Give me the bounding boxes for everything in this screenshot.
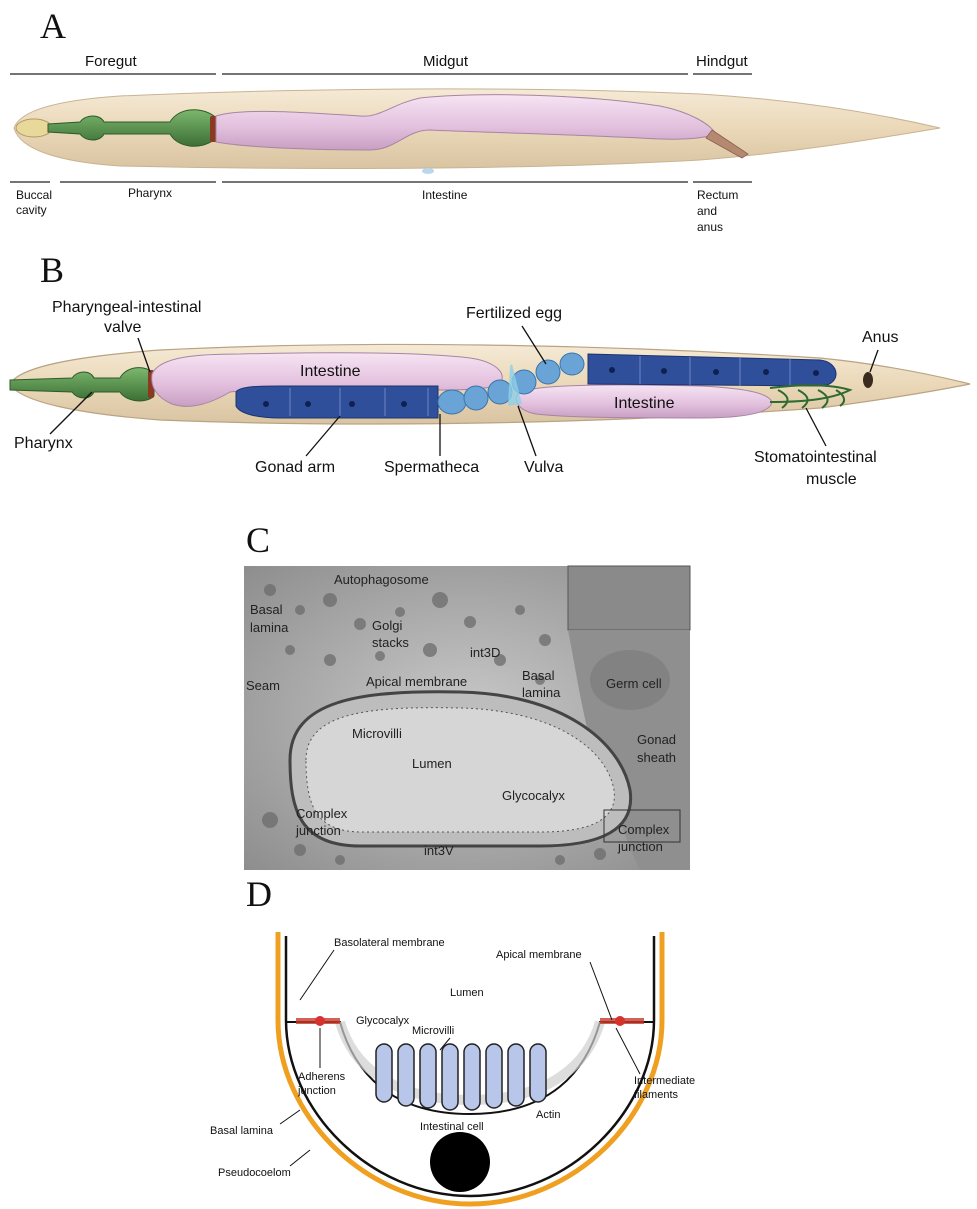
panel-c: C Autophagosome Basal lamina Golgi stack… (244, 520, 690, 870)
vulva-label: Vulva (524, 459, 564, 476)
basal-lamina-left-2: lamina (250, 620, 289, 635)
adherens-label-1: Adherens (298, 1071, 346, 1083)
golgi-label-1: Golgi (372, 618, 402, 633)
hindgut-label: Hindgut (696, 53, 749, 70)
complex-junction-right-2: junction (617, 839, 663, 854)
nucleus (430, 1132, 490, 1192)
panel-a: A Foregut Midgut Hindgut Buccal cavity P… (10, 6, 940, 234)
glycocalyx-label-c: Glycocalyx (502, 788, 565, 803)
intermediate-label-1: Intermediate (634, 1075, 695, 1087)
midgut-label: Midgut (423, 53, 469, 70)
rectum-label-3: anus (697, 220, 723, 234)
fertilized-egg-label: Fertilized egg (466, 305, 562, 322)
basal-lamina-label-d: Basal lamina (210, 1125, 274, 1137)
intestine-upper-label: Intestine (300, 363, 361, 380)
valve-label-2: valve (104, 319, 141, 336)
seam-label: Seam (246, 678, 280, 693)
apical-membrane-label-c: Apical membrane (366, 674, 467, 689)
rectum-label-2: and (697, 204, 717, 218)
germ-cell-label: Germ cell (606, 676, 662, 691)
buccal-label-1: Buccal (16, 188, 52, 202)
foregut-label: Foregut (85, 53, 138, 70)
anus-shape (863, 372, 873, 388)
panel-b: B (10, 250, 970, 488)
apical-membrane-label-d: Apical membrane (496, 949, 582, 961)
lumen-label-c: Lumen (412, 756, 452, 771)
glycocalyx-label-d: Glycocalyx (356, 1015, 410, 1027)
anus-label: Anus (862, 329, 898, 346)
int3v-label: int3V (424, 843, 454, 858)
rectum-label-1: Rectum (697, 188, 738, 202)
stomato-label-2: muscle (806, 471, 857, 488)
panel-d-letter: D (246, 874, 272, 914)
complex-junction-left-1: Complex (296, 806, 348, 821)
adherens-label-2: junction (297, 1085, 336, 1097)
gonad-sheath-2: sheath (637, 750, 676, 765)
panel-b-letter: B (40, 250, 64, 290)
autophagosome-label: Autophagosome (334, 572, 429, 587)
gonad-arm-label: Gonad arm (255, 459, 335, 476)
panel-d: D Basolateral membrane Apical membrane L… (210, 874, 695, 1204)
buccal-label-2: cavity (16, 203, 47, 217)
gonad-sheath-1: Gonad (637, 732, 676, 747)
pharynx-label-b: Pharynx (14, 435, 73, 452)
spermatheca-label: Spermatheca (384, 459, 479, 476)
valve-label-1: Pharyngeal-intestinal (52, 299, 201, 316)
intestinal-cell-label: Intestinal cell (420, 1121, 484, 1133)
basal-lamina-right-1: Basal (522, 668, 555, 683)
intermediate-label-2: filaments (634, 1089, 679, 1101)
basolateral-membrane-label: Basolateral membrane (334, 937, 445, 949)
complex-junction-left-2: junction (295, 823, 341, 838)
stomato-label-1: Stomatointestinal (754, 449, 877, 466)
pseudocoelom-label: Pseudocoelom (218, 1167, 291, 1179)
basal-lamina-right-2: lamina (522, 685, 561, 700)
microvilli-label-c: Microvilli (352, 726, 402, 741)
actin-label: Actin (536, 1109, 560, 1121)
panel-a-letter: A (40, 6, 66, 46)
pharynx-label-a: Pharynx (128, 186, 172, 200)
intestine-label-a: Intestine (422, 188, 468, 202)
complex-junction-right-1: Complex (618, 822, 670, 837)
intestine-lower-label: Intestine (614, 395, 675, 412)
buccal-cavity-shape (16, 119, 52, 137)
microvilli-label-d: Microvilli (412, 1025, 454, 1037)
int3d-label: int3D (470, 645, 500, 660)
panel-c-letter: C (246, 520, 270, 560)
lumen-label-d: Lumen (450, 987, 484, 999)
basal-lamina-left-1: Basal (250, 602, 283, 617)
golgi-label-2: stacks (372, 635, 409, 650)
